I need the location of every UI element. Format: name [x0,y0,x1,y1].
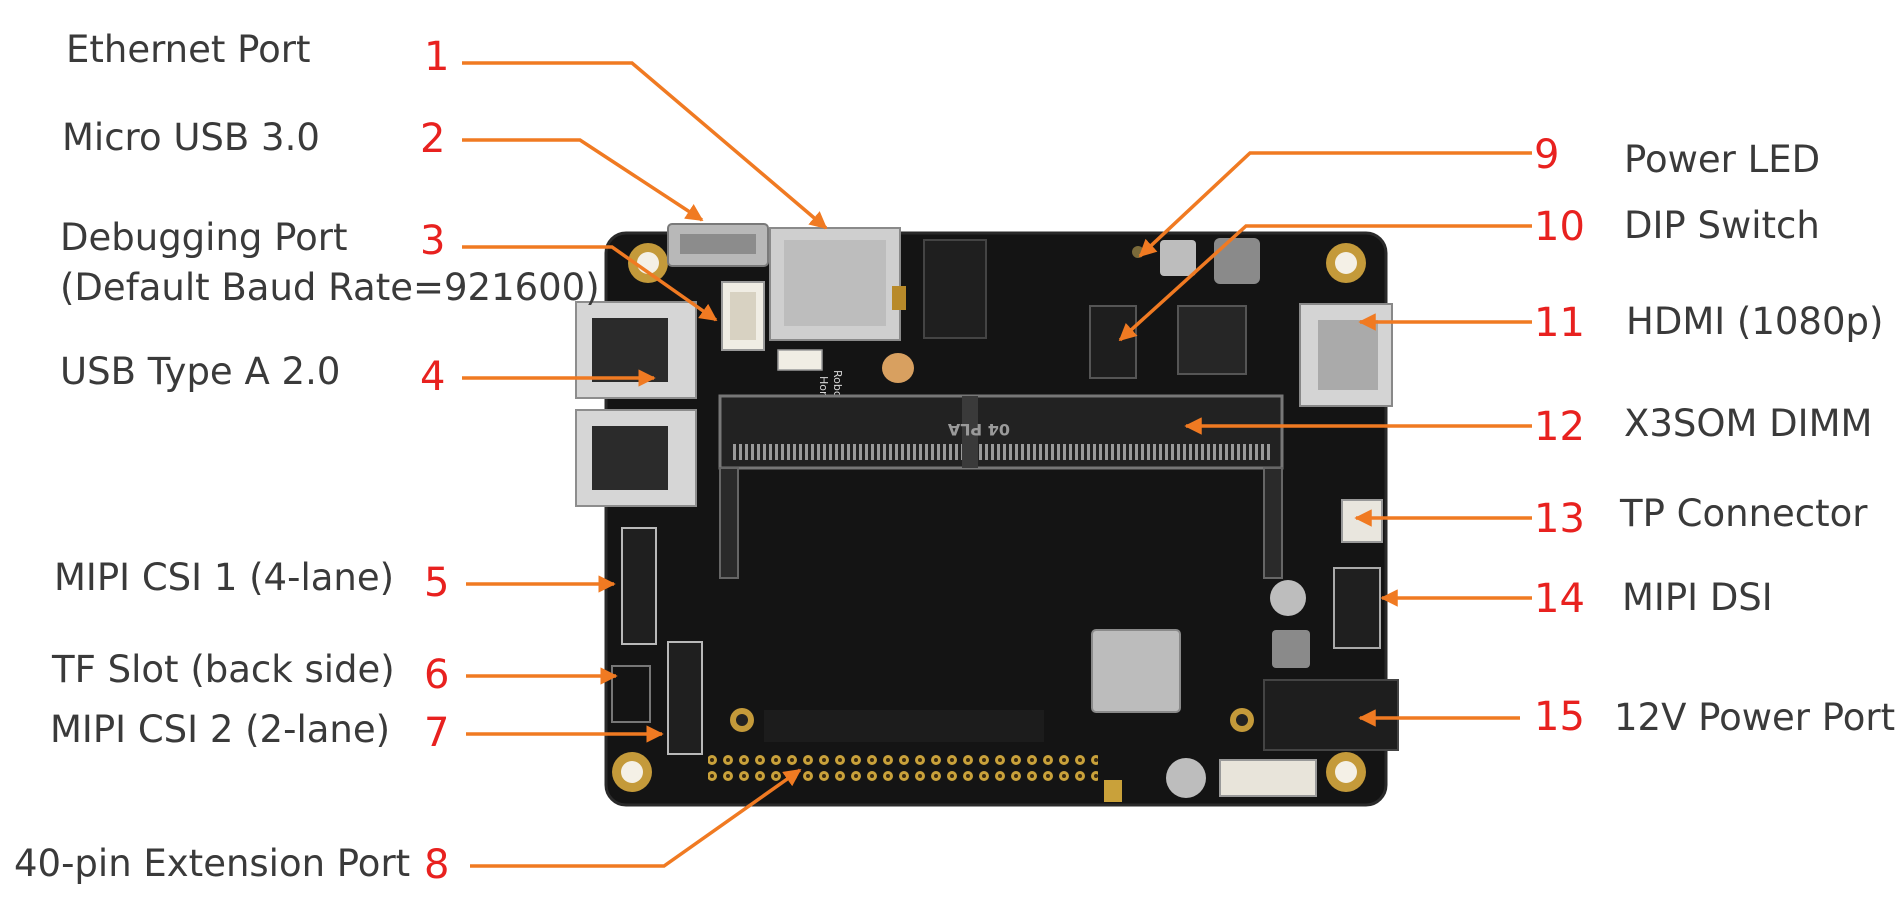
ethernet-transformer [923,239,987,339]
controller-chip [1177,305,1247,375]
callout-number-8: 8 [424,842,449,888]
wifi-module [1091,629,1181,713]
callout-label-11: HDMI (1080p) [1626,300,1883,343]
callout-number-12: 12 [1534,404,1585,450]
mipi-dsi-connector [1333,567,1381,649]
mipi-csi-2-connector [667,641,703,755]
callout-number-14: 14 [1534,576,1585,622]
callout-label-12: X3SOM DIMM [1624,402,1872,445]
callout-label-9: Power LED [1624,138,1820,181]
svg-text:04 PLA: 04 PLA [947,420,1010,439]
right-callouts: 9 Power LED 10 DIP Switch 11 HDMI (1080p… [1534,132,1895,740]
callout-number-6: 6 [424,652,449,698]
callout-number-1: 1 [424,34,449,80]
callout-label-4: USB Type A 2.0 [60,350,340,393]
callout-label-8: 40-pin Extension Port [14,842,410,885]
callout-number-2: 2 [420,116,445,162]
callout-label-14: MIPI DSI [1622,576,1773,619]
callout-number-11: 11 [1534,300,1585,346]
callout-number-10: 10 [1534,204,1585,250]
40-pin-header [708,750,1098,784]
mounting-holes [612,243,1366,792]
callout-number-4: 4 [420,354,445,400]
callout-number-15: 15 [1534,694,1585,740]
development-board: Horizon Robotics 04 PLA [575,223,1399,807]
left-callouts: Ethernet Port 1 Micro USB 3.0 2 Debuggin… [14,28,600,888]
callout-label-3: Debugging Port [60,216,348,259]
callout-label-2: Micro USB 3.0 [62,116,320,159]
callout-label-5: MIPI CSI 1 (4-lane) [54,556,394,599]
callout-label-1: Ethernet Port [66,28,311,71]
power-jack [1263,679,1399,751]
callout-number-7: 7 [424,710,449,756]
callout-label-3-line2: (Default Baud Rate=921600) [60,266,600,309]
callout-number-5: 5 [424,560,449,606]
callout-label-6: TF Slot (back side) [51,648,395,691]
mipi-csi-1-connector [621,527,657,645]
callout-number-13: 13 [1534,496,1585,542]
callout-label-10: DIP Switch [1624,204,1820,247]
callout-number-3: 3 [420,218,445,264]
callout-label-13: TP Connector [1619,492,1868,535]
callout-label-15: 12V Power Port [1614,696,1895,739]
callout-label-7: MIPI CSI 2 (2-lane) [50,708,390,751]
leader-lines [462,61,1532,868]
callout-number-9: 9 [1534,132,1559,178]
dip-switch [1089,305,1137,379]
tf-slot [611,665,651,723]
tp-connector [1341,499,1383,543]
